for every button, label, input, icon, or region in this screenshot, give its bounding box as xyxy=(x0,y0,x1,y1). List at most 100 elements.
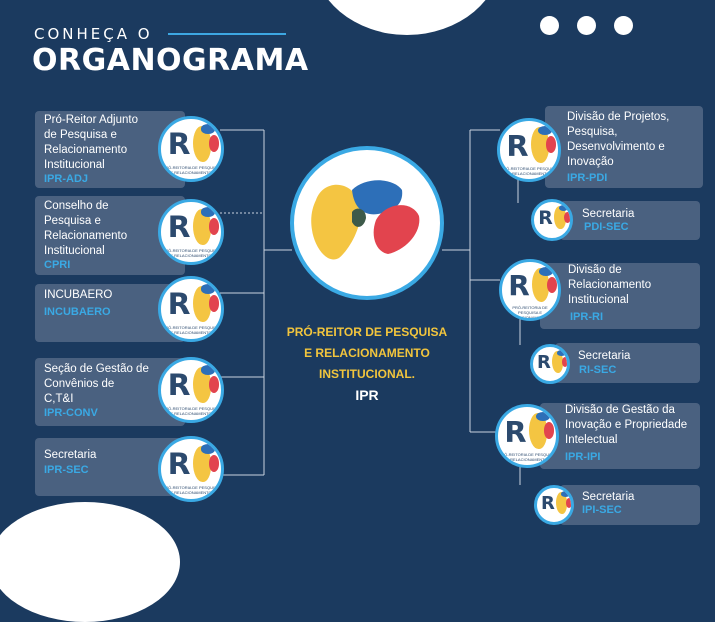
unit-label-line: Inovação e Propriedade xyxy=(565,419,688,431)
badge-letter-r-icon: R xyxy=(508,269,530,303)
badge-caption: PRÓ-REITORIA DE PESQUISA E RELACIONAMENT… xyxy=(162,406,220,417)
unit-code: IPR-PDI xyxy=(567,172,608,184)
page-title: ORGANOGRAMA xyxy=(32,43,309,78)
badge-yellow-shape-icon xyxy=(192,125,212,162)
badge-caption: PRÓ-REITORIA DE PESQUISA E RELACIONAMENT… xyxy=(162,165,220,176)
badge-yellow-shape-icon xyxy=(531,268,550,303)
unit-label-line: Institucional xyxy=(44,159,105,171)
badge-letter-r-icon: R xyxy=(167,367,191,403)
unit-badge: R PRÓ-REITORIA DE PESQUISA E RELACIONAMEN… xyxy=(497,118,561,182)
header-kicker: CONHEÇA O xyxy=(34,25,153,43)
unit-label-line: Secretaria xyxy=(44,449,97,461)
unit-label-line: INCUBAERO xyxy=(44,289,113,301)
unit-badge: R PRÓ-REITORIA DE PESQUISA E RELACIONAMEN… xyxy=(158,276,224,342)
unit-label: Conselho de Pesquisa e Relacionamento xyxy=(44,199,127,244)
unit-label-line: Pesquisa, xyxy=(567,126,618,138)
unit-code: IPR-CONV xyxy=(44,407,98,419)
unit-label: Seção de Gestão de Convênios de C,T&I xyxy=(44,362,149,407)
ipr-logo xyxy=(290,146,444,300)
unit-label-line: de Pesquisa e xyxy=(44,129,117,141)
badge-yellow-shape-icon xyxy=(554,206,566,230)
unit-label: Secretaria xyxy=(578,349,630,364)
badge-caption: PRÓ-REITORIA DE PESQUISA E RELACIONAMENT… xyxy=(162,485,220,496)
unit-badge: R PRÓ-REITORIA DE PESQUISA E RELACIONAMEN… xyxy=(499,259,561,321)
unit-label-line: Pró-Reitor Adjunto xyxy=(44,114,138,126)
center-title-line: INSTITUCIONAL. xyxy=(319,367,415,381)
connector-lines xyxy=(220,129,521,485)
badge-blue-shape-icon xyxy=(200,124,216,134)
unit-badge: R xyxy=(530,344,570,384)
badge-red-shape-icon xyxy=(208,217,220,235)
badge-blue-shape-icon xyxy=(200,284,216,294)
badge-blue-shape-icon xyxy=(538,126,553,136)
unit-badge: R PRÓ-REITORIA DE PESQUISA E RELACIONAMEN… xyxy=(158,357,224,423)
unit-box-pdi-sec: Secretaria PDI-SEC xyxy=(560,201,700,240)
unit-label-line: Seção de Gestão de xyxy=(44,363,149,375)
badge-red-shape-icon xyxy=(546,276,557,293)
unit-badge: R xyxy=(531,199,573,241)
ipr-logo-icon xyxy=(311,180,420,260)
unit-code: IPI-SEC xyxy=(582,504,622,516)
unit-box-ipi-sec: Secretaria IPI-SEC xyxy=(560,485,700,525)
unit-code: CPRI xyxy=(44,259,71,271)
badge-blue-shape-icon xyxy=(539,266,553,276)
center-code: IPR xyxy=(355,387,379,403)
unit-label-line: Institucional xyxy=(568,294,629,306)
unit-label-line: Convênios de xyxy=(44,378,115,390)
badge-caption: PRÓ-REITORIA DE PESQUISA E RELACIONAMENT… xyxy=(162,325,220,336)
badge-blue-shape-icon xyxy=(557,350,566,356)
badge-blue-shape-icon xyxy=(559,205,569,212)
badge-yellow-shape-icon xyxy=(192,366,212,403)
unit-label-line: Institucional xyxy=(44,245,105,257)
badge-letter-r-icon: R xyxy=(504,414,527,449)
unit-label: INCUBAERO xyxy=(44,288,112,303)
unit-box-ipr-pdi: Divisão de Projetos, Pesquisa, Desenvolv… xyxy=(545,106,703,188)
unit-label: Secretaria xyxy=(582,490,634,505)
unit-label-line: Relacionamento xyxy=(568,279,652,291)
badge-caption: PRÓ-REITORIA DE PESQUISA E RELACIONAMENT… xyxy=(500,165,558,176)
badge-yellow-shape-icon xyxy=(192,285,212,322)
badge-caption: PRÓ-REITORIA DE PESQUISA E RELACIONAMENT… xyxy=(162,248,220,259)
unit-label-line: Inovação xyxy=(567,156,614,168)
unit-code: RI-SEC xyxy=(579,364,617,376)
unit-label: Pró-Reitor Adjunto de Pesquisa e Relacio… xyxy=(44,113,138,173)
badge-caption: PRÓ-REITORIA DE PESQUISA E RELACIONAMENT… xyxy=(511,305,549,321)
center-title-line: E RELACIONAMENTO xyxy=(304,346,430,360)
unit-code: INCUBAERO xyxy=(44,306,111,318)
decorative-dot xyxy=(540,16,559,35)
unit-label-line: Divisão de Projetos, xyxy=(567,111,670,123)
badge-red-shape-icon xyxy=(208,134,220,152)
badge-letter-r-icon: R xyxy=(506,128,529,163)
center-title: PRÓ-REITOR DE PESQUISA E RELACIONAMENTO … xyxy=(278,322,456,385)
badge-yellow-shape-icon xyxy=(552,351,564,373)
badge-blue-shape-icon xyxy=(561,491,570,497)
center-title-line: PRÓ-REITOR DE PESQUISA xyxy=(286,325,448,339)
unit-label-line: Secretaria xyxy=(582,491,635,503)
badge-red-shape-icon xyxy=(208,375,220,393)
unit-code: PDI-SEC xyxy=(584,221,629,233)
badge-letter-r-icon: R xyxy=(167,126,191,162)
unit-label-line: C,T&I xyxy=(44,393,74,405)
unit-label: Secretaria xyxy=(44,448,96,463)
badge-blue-shape-icon xyxy=(536,412,551,422)
unit-label-line: Divisão de xyxy=(568,264,622,276)
unit-badge: R PRÓ-REITORIA DE PESQUISA E RELACIONAMEN… xyxy=(158,116,224,182)
unit-code: IPR-IPI xyxy=(565,451,601,463)
unit-label-line: Divisão de Gestão da xyxy=(565,404,675,416)
unit-code: IPR-ADJ xyxy=(44,173,89,185)
unit-label-line: Intelectual xyxy=(565,434,618,446)
kicker-underline xyxy=(168,33,286,35)
unit-code: IPR-SEC xyxy=(44,464,89,476)
badge-blue-shape-icon xyxy=(200,207,216,217)
unit-label-line: Pesquisa e xyxy=(44,215,101,227)
badge-red-shape-icon xyxy=(208,294,220,312)
unit-box-ipr-ri: Divisão de Relacionamento Institucional … xyxy=(540,263,700,329)
badge-letter-r-icon: R xyxy=(167,286,191,322)
unit-label: Divisão de Gestão da Inovação e Propried… xyxy=(565,403,687,448)
decorative-dot xyxy=(614,16,633,35)
unit-label: Secretaria xyxy=(582,207,634,222)
badge-letter-r-icon: R xyxy=(537,351,551,373)
badge-blue-shape-icon xyxy=(200,365,216,375)
